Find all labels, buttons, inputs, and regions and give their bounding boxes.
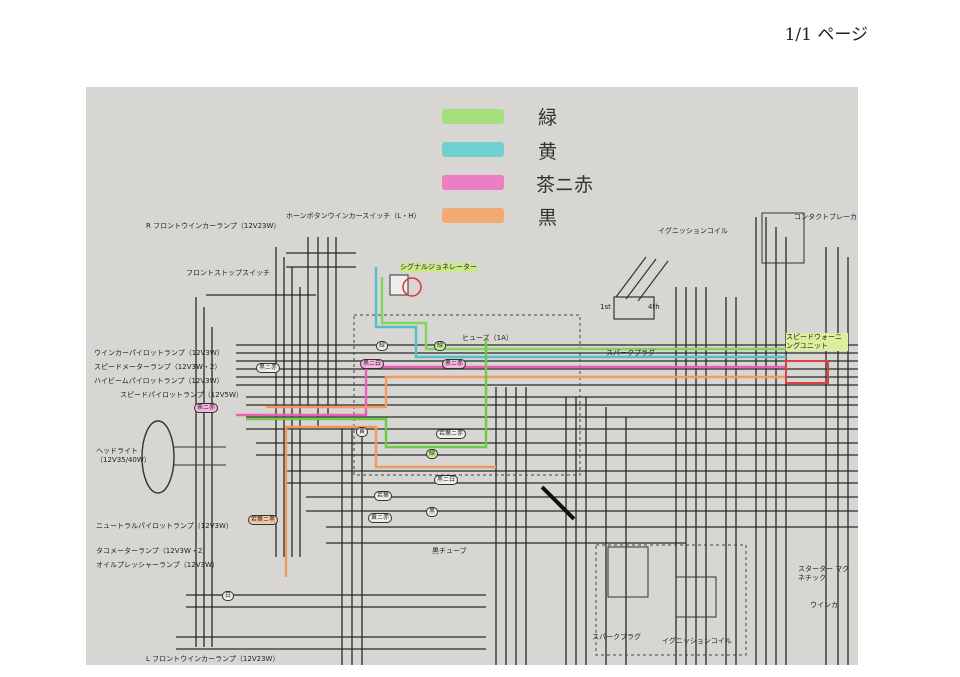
legend-label-orange: 黒 xyxy=(538,207,558,229)
wire-tag: 黒ニ赤 xyxy=(256,363,281,373)
wire-tag: 緑 xyxy=(376,341,389,351)
label-starter-magnet: スターター マグネチック xyxy=(798,565,850,582)
label-speed-pilot: スピードパイロットランプ（12V5W） xyxy=(120,391,243,399)
wire-tag: 黒ニ赤 xyxy=(442,359,467,369)
wire-tag: 茶ニ赤 xyxy=(194,403,219,413)
wire-tag: 若葉 xyxy=(374,491,393,501)
legend-swatch-pink xyxy=(442,175,504,190)
label-contact-breaker: コンタクトブレーカー xyxy=(794,213,858,221)
label-front-winker-l: L フロントウインカーランプ（12V23W） xyxy=(146,655,280,663)
label-oil-pressure: オイルプレッシャーランプ（12V3W） xyxy=(96,561,219,569)
wire-tag: 若葉ニ赤 xyxy=(436,429,467,439)
wire-tag: 緑 xyxy=(434,341,447,351)
legend-label-green: 緑 xyxy=(538,107,558,129)
label-speed-warning: スピードウォーニングユニット xyxy=(786,333,848,351)
label-highbeam-pilot: ハイビームパイロットランプ（12V3W） xyxy=(94,377,224,385)
label-ignition-coil-bottom: イグニッションコイル xyxy=(662,637,732,645)
label-fuse: ヒューズ（1A） xyxy=(462,334,513,342)
label-cyl-4th: 4th xyxy=(648,303,660,311)
label-cyl-1st: 1st xyxy=(600,303,611,311)
wire-tag: 黒 xyxy=(426,507,439,517)
label-speedometer-lamp: スピードメーターランプ（12V3W・2） xyxy=(94,363,222,371)
wire-tag: 黄 xyxy=(356,427,369,437)
legend-swatch-orange xyxy=(442,208,504,223)
label-tacho-lamp: タコメーターランプ（12V3W・2） xyxy=(96,547,210,555)
label-spark-plug-bottom: スパークプラグ xyxy=(592,633,641,641)
label-neutral-pilot: ニュートラルパイロットランプ（12V3W） xyxy=(96,522,233,530)
page-number-label: 1/1 ページ xyxy=(784,25,868,45)
wire-tag: 黒ニ白 xyxy=(434,475,459,485)
legend-label-cyan: 黄 xyxy=(538,141,558,163)
label-winker-pilot: ウインカーパイロットランプ（12V3W） xyxy=(94,349,224,357)
label-spark-plug-top: スパークプラグ xyxy=(606,349,655,357)
wire-tag: 黒ニ白 xyxy=(360,359,385,369)
wire-tag: 若葉ニ黒 xyxy=(248,515,279,525)
label-headlight: ヘッドライト（12V35/40W） xyxy=(96,447,151,464)
label-winker-right: ウインカ xyxy=(810,601,838,609)
label-front-stop-switch: フロントストップスイッチ xyxy=(186,269,270,277)
legend-label-pink: 茶ニ赤 xyxy=(536,174,594,196)
label-front-winker-r: R フロントウインカーランプ（12V23W） xyxy=(146,222,281,230)
label-horn-switch: ホーンボタンウインカースイッチ（L・H） xyxy=(286,212,421,220)
wire-tag: 黄ニ赤 xyxy=(368,513,393,523)
wire-tag: 白 xyxy=(222,591,235,601)
wiring-lines xyxy=(141,212,858,665)
legend-swatch-cyan xyxy=(442,142,504,157)
label-tube: 黒チューブ xyxy=(432,547,467,555)
wiring-diagram-scan: 緑 黄 茶ニ赤 黒 R フロントウインカーランプ（12V23W） ホーンボタンウ… xyxy=(86,87,858,665)
label-ignition-coil-top: イグニッションコイル xyxy=(658,227,728,235)
label-signal-relay: シグナルジョネレーター xyxy=(400,263,477,272)
wire-tag: 緑 xyxy=(426,449,439,459)
legend-swatch-green xyxy=(442,109,504,124)
